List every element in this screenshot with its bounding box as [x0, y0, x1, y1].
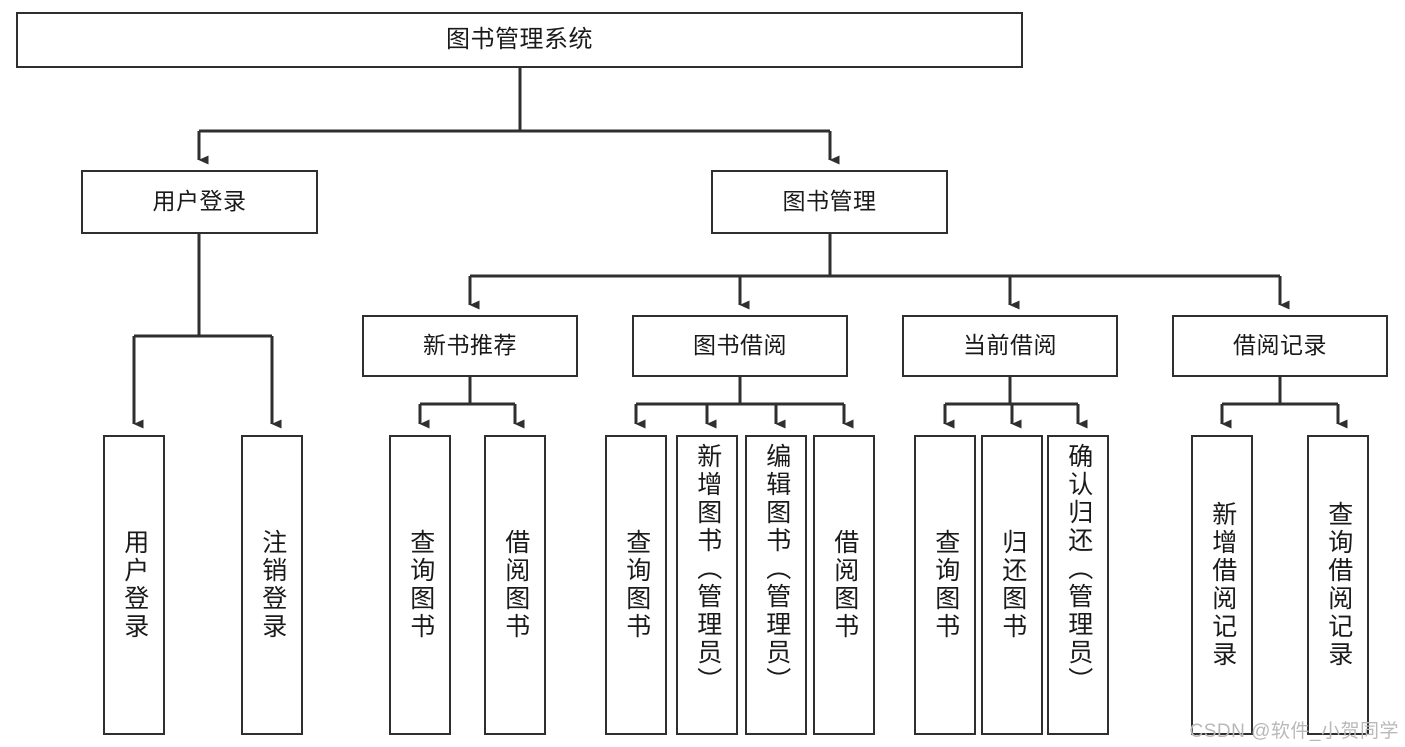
leaf-add-borrow-record[interactable]: 新增借阅记录: [1191, 435, 1253, 735]
node-user-login[interactable]: 用户登录: [81, 170, 318, 234]
node-root-system[interactable]: 图书管理系统: [16, 12, 1023, 68]
node-book-management[interactable]: 图书管理: [711, 170, 948, 234]
node-label: 借阅图书: [501, 529, 530, 641]
node-label: 查询借阅记录: [1324, 501, 1353, 669]
leaf-user-logout[interactable]: 注销登录: [241, 435, 303, 735]
leaf-query-borrow-record[interactable]: 查询借阅记录: [1307, 435, 1369, 735]
node-current-borrow[interactable]: 当前借阅: [902, 315, 1118, 377]
node-borrow-record[interactable]: 借阅记录: [1172, 315, 1388, 377]
node-label: 用户登录: [152, 188, 247, 215]
node-label: 注销登录: [258, 529, 287, 641]
node-label: 查询图书: [406, 529, 435, 641]
node-label: 编辑图书（管理员）: [762, 443, 791, 695]
leaf-confirm-return-admin[interactable]: 确认归还（管理员）: [1047, 435, 1109, 735]
node-label: 图书借阅: [693, 332, 787, 359]
leaf-return-book[interactable]: 归还图书: [981, 435, 1043, 735]
node-label: 查询图书: [931, 529, 960, 641]
node-label: 确认归还（管理员）: [1064, 443, 1093, 695]
leaf-query-book-borrow[interactable]: 查询图书: [605, 435, 667, 735]
watermark: CSDN @软件_小贺同学: [1189, 721, 1399, 742]
node-label: 归还图书: [998, 529, 1027, 641]
node-label: 用户登录: [120, 529, 149, 641]
leaf-query-book-current[interactable]: 查询图书: [914, 435, 976, 735]
leaf-add-book-admin[interactable]: 新增图书（管理员）: [676, 435, 738, 735]
node-label: 当前借阅: [963, 332, 1057, 359]
node-label: 图书管理系统: [446, 25, 593, 53]
leaf-borrow-book-new[interactable]: 借阅图书: [484, 435, 546, 735]
node-label: 查询图书: [622, 529, 651, 641]
node-label: 新书推荐: [423, 332, 517, 359]
leaf-query-book-new[interactable]: 查询图书: [389, 435, 451, 735]
node-label: 图书管理: [782, 188, 877, 215]
leaf-borrow-book[interactable]: 借阅图书: [813, 435, 875, 735]
node-new-book-recommend[interactable]: 新书推荐: [362, 315, 578, 377]
node-label: 借阅图书: [830, 529, 859, 641]
node-label: 借阅记录: [1233, 332, 1327, 359]
node-label: 新增图书（管理员）: [693, 443, 722, 695]
leaf-edit-book-admin[interactable]: 编辑图书（管理员）: [745, 435, 807, 735]
leaf-user-login[interactable]: 用户登录: [103, 435, 165, 735]
node-label: 新增借阅记录: [1208, 501, 1237, 669]
node-book-borrow[interactable]: 图书借阅: [632, 315, 848, 377]
